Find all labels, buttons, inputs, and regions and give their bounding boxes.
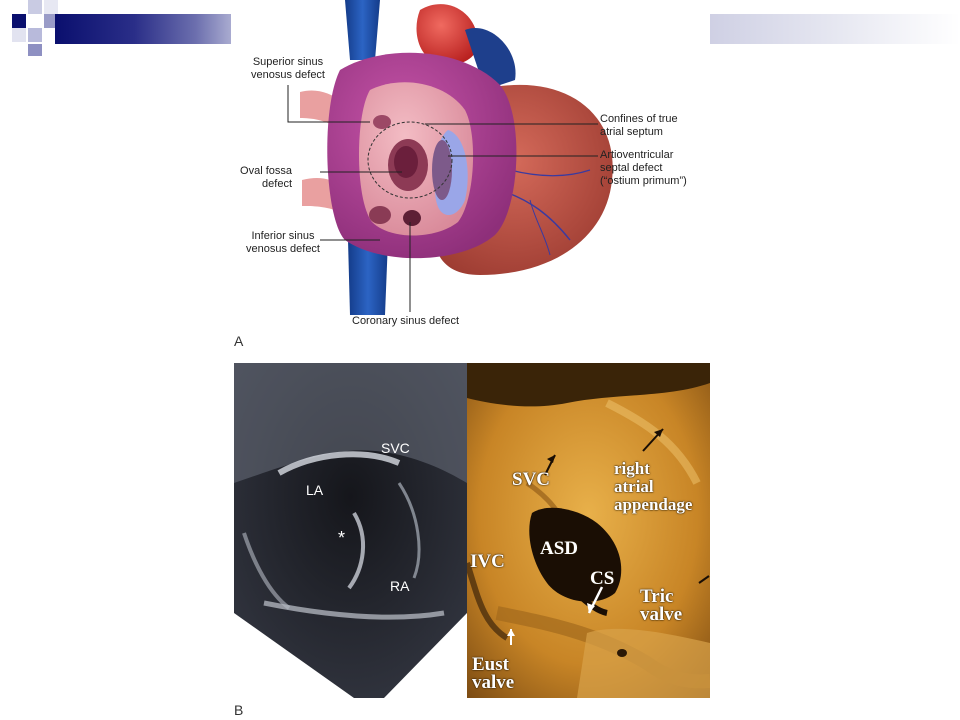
photo-label-cs: CS <box>590 568 615 589</box>
panel-letter-b: B <box>234 702 244 718</box>
echo-label-ra: RA <box>390 578 410 594</box>
label-atrioventricular-septal-defect: Artioventricular septal defect (“ostium … <box>600 149 687 187</box>
specimen-texture <box>467 363 710 698</box>
heart-specimen-photo <box>467 363 710 698</box>
header-bar-left <box>55 14 231 44</box>
echo-label-la: LA <box>306 482 324 498</box>
deco-square <box>28 44 42 56</box>
echo-label-svc: SVC <box>381 440 410 456</box>
photo-label-asd: ASD <box>540 538 579 559</box>
echocardiogram-image <box>234 363 467 698</box>
deco-square <box>12 28 26 42</box>
echo-texture <box>234 363 467 698</box>
deco-square <box>28 0 42 14</box>
label-coronary-sinus-defect: Coronary sinus defect <box>352 315 459 327</box>
label-inferior-sinus-venosus-defect: Inferior sinus venosus defect <box>246 230 320 255</box>
photo-label-eustachian-valve: Eust valve <box>472 654 515 693</box>
label-confines-true-atrial-septum: Confines of true atrial septum <box>600 113 678 138</box>
photo-label-svc: SVC <box>512 469 551 490</box>
deco-square <box>28 28 42 42</box>
photo-label-tricuspid-valve: Tric valve <box>640 586 683 625</box>
label-oval-fossa-defect: Oval fossa defect <box>240 165 292 190</box>
deco-square <box>12 14 26 28</box>
heart-illustration <box>287 0 613 315</box>
deco-square <box>44 0 58 14</box>
photo-label-right-atrial-appendage: right atrial appendage <box>614 459 693 514</box>
deco-square <box>44 14 58 28</box>
panel-letter-a: A <box>234 333 244 349</box>
echo-label-asterisk: * <box>338 528 346 548</box>
header-bar-right <box>710 14 960 44</box>
label-superior-sinus-venosus-defect: Superior sinus venosus defect <box>251 56 325 81</box>
photo-label-ivc: IVC <box>470 551 505 572</box>
